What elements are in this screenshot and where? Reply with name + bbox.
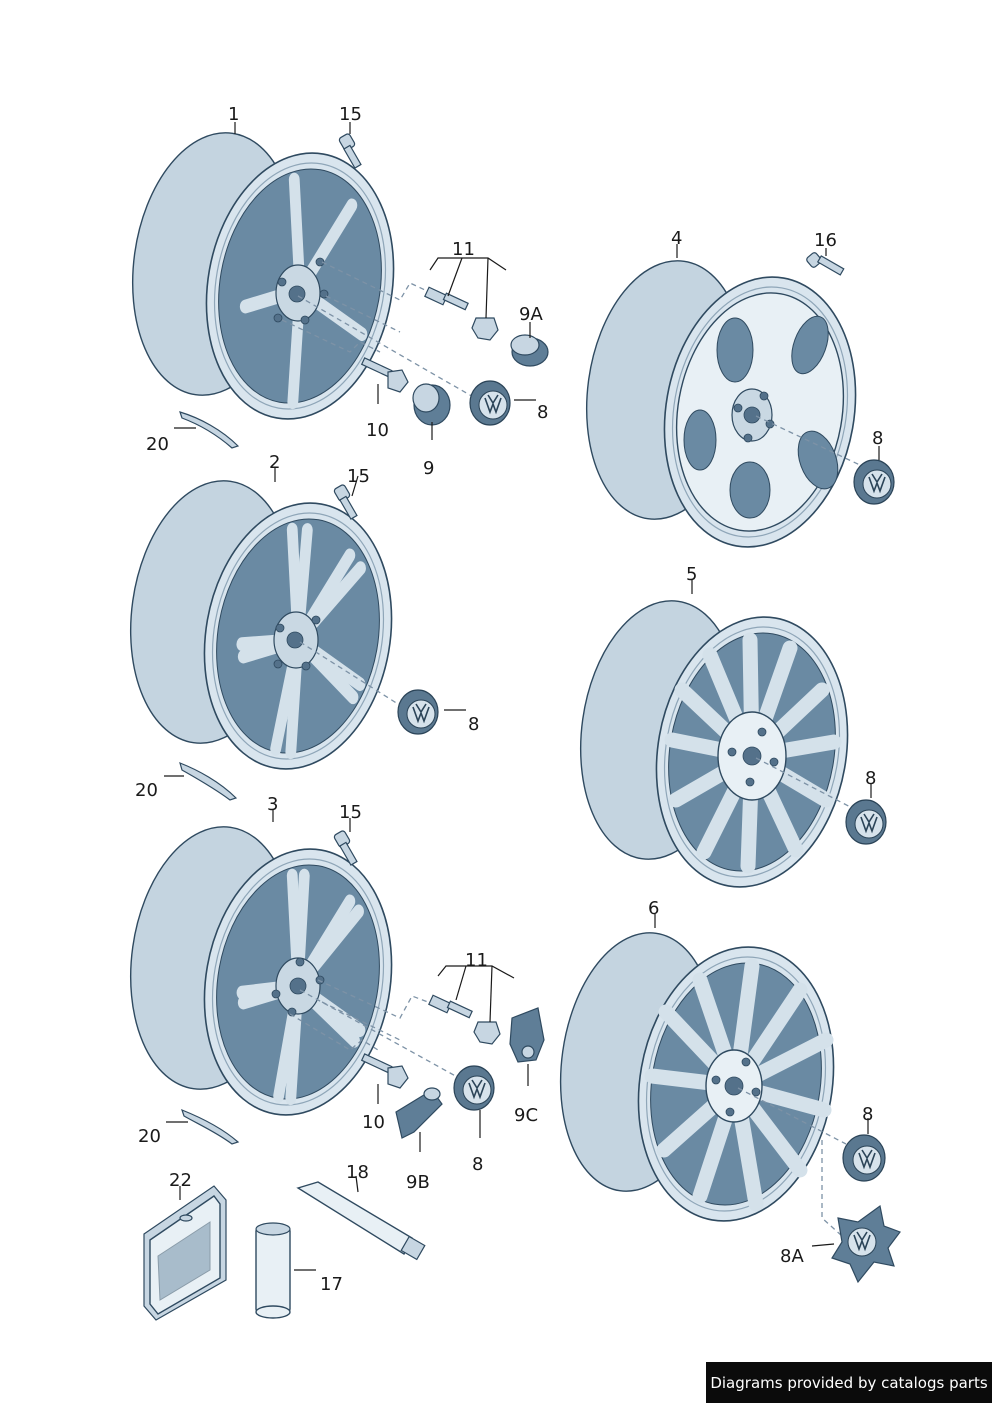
balance-weight-20c <box>181 1108 240 1145</box>
balance-weight-20a <box>179 411 240 449</box>
adapter-9A <box>510 334 549 367</box>
footer-banner: Diagrams provided by catalogs parts <box>706 1362 992 1403</box>
assembly-line <box>299 641 399 705</box>
callout-1: 1 <box>228 104 239 125</box>
callout-9C: 9C <box>514 1105 538 1126</box>
leader-lines <box>164 122 880 1271</box>
wheel-bolt-11d <box>473 1021 501 1045</box>
callout-15c: 15 <box>339 802 362 823</box>
callout-8a: 8 <box>537 402 548 423</box>
callout-17: 17 <box>320 1274 343 1295</box>
callout-labels: 1 15 11 9A 8 10 9 20 4 16 8 2 15 8 20 5 … <box>135 104 883 1295</box>
wheel-4 <box>585 260 857 548</box>
assembly-line <box>321 1001 401 1041</box>
callout-4: 4 <box>671 228 682 249</box>
locking-bolt-16 <box>806 252 845 276</box>
hub-cap-8A <box>831 1204 901 1284</box>
callout-10b: 10 <box>362 1112 385 1133</box>
callout-16: 16 <box>814 230 837 251</box>
wheel-bolt-11a <box>424 286 469 311</box>
wheel-3 <box>129 826 393 1116</box>
callout-9A: 9A <box>519 304 543 325</box>
callout-8e: 8 <box>865 768 876 789</box>
callout-6: 6 <box>648 898 659 919</box>
callout-8f: 8 <box>862 1104 873 1125</box>
wheel-1 <box>131 132 395 420</box>
callout-11b: 11 <box>465 950 488 971</box>
callout-18: 18 <box>346 1162 369 1183</box>
hub-cap-8d <box>853 459 895 505</box>
assembly-line <box>317 979 429 1019</box>
callout-20a: 20 <box>146 434 169 455</box>
assembly-line <box>297 295 476 399</box>
hub-cap-8f <box>842 1134 886 1182</box>
assembly-line <box>755 757 861 813</box>
wheel-bolt-10a <box>360 357 409 393</box>
assembly-line <box>755 415 863 467</box>
wheel-bolt-11c <box>428 994 473 1019</box>
callout-8c: 8 <box>472 1154 483 1175</box>
callout-9: 9 <box>423 458 434 479</box>
callout-2: 2 <box>269 452 280 473</box>
assembly-line <box>281 319 381 353</box>
sticker-pack-22 <box>143 1185 227 1321</box>
callout-15a: 15 <box>339 104 362 125</box>
balance-weight-20b <box>179 762 238 801</box>
hub-cap-8a <box>469 380 511 426</box>
locking-bolt-15c <box>333 830 358 866</box>
callout-8d: 8 <box>872 428 883 449</box>
hub-cap-8c <box>453 1065 495 1111</box>
footer-text: Diagrams provided by catalogs parts <box>710 1373 988 1392</box>
callout-20b: 20 <box>135 780 158 801</box>
paint-can-17 <box>255 1222 291 1319</box>
callout-20c: 20 <box>138 1126 161 1147</box>
callout-3: 3 <box>267 794 278 815</box>
callout-15b: 15 <box>347 466 370 487</box>
callout-10a: 10 <box>366 420 389 441</box>
wheel-bolt-10b <box>360 1053 409 1089</box>
locking-bolt-15b <box>333 484 358 520</box>
hub-cap-8b <box>397 689 439 735</box>
wheel-2 <box>129 480 393 784</box>
callout-9B: 9B <box>406 1172 430 1193</box>
callout-22: 22 <box>169 1170 192 1191</box>
callout-5: 5 <box>686 564 697 585</box>
adapter-9 <box>412 383 451 426</box>
wheel-6 <box>559 932 835 1222</box>
callout-8A: 8A <box>780 1246 804 1267</box>
adapter-9C <box>509 1007 545 1063</box>
paste-tube-18 <box>296 1181 426 1261</box>
hub-cap-8e <box>845 799 887 845</box>
callout-11a: 11 <box>452 239 475 260</box>
assembly-line <box>737 1087 847 1145</box>
wheel-bolt-11b <box>471 317 499 341</box>
callout-8b: 8 <box>468 714 479 735</box>
assembly-line <box>325 295 401 333</box>
locking-bolt-15a <box>338 133 362 169</box>
wheel-5 <box>579 600 849 888</box>
adapter-9B <box>395 1087 443 1139</box>
